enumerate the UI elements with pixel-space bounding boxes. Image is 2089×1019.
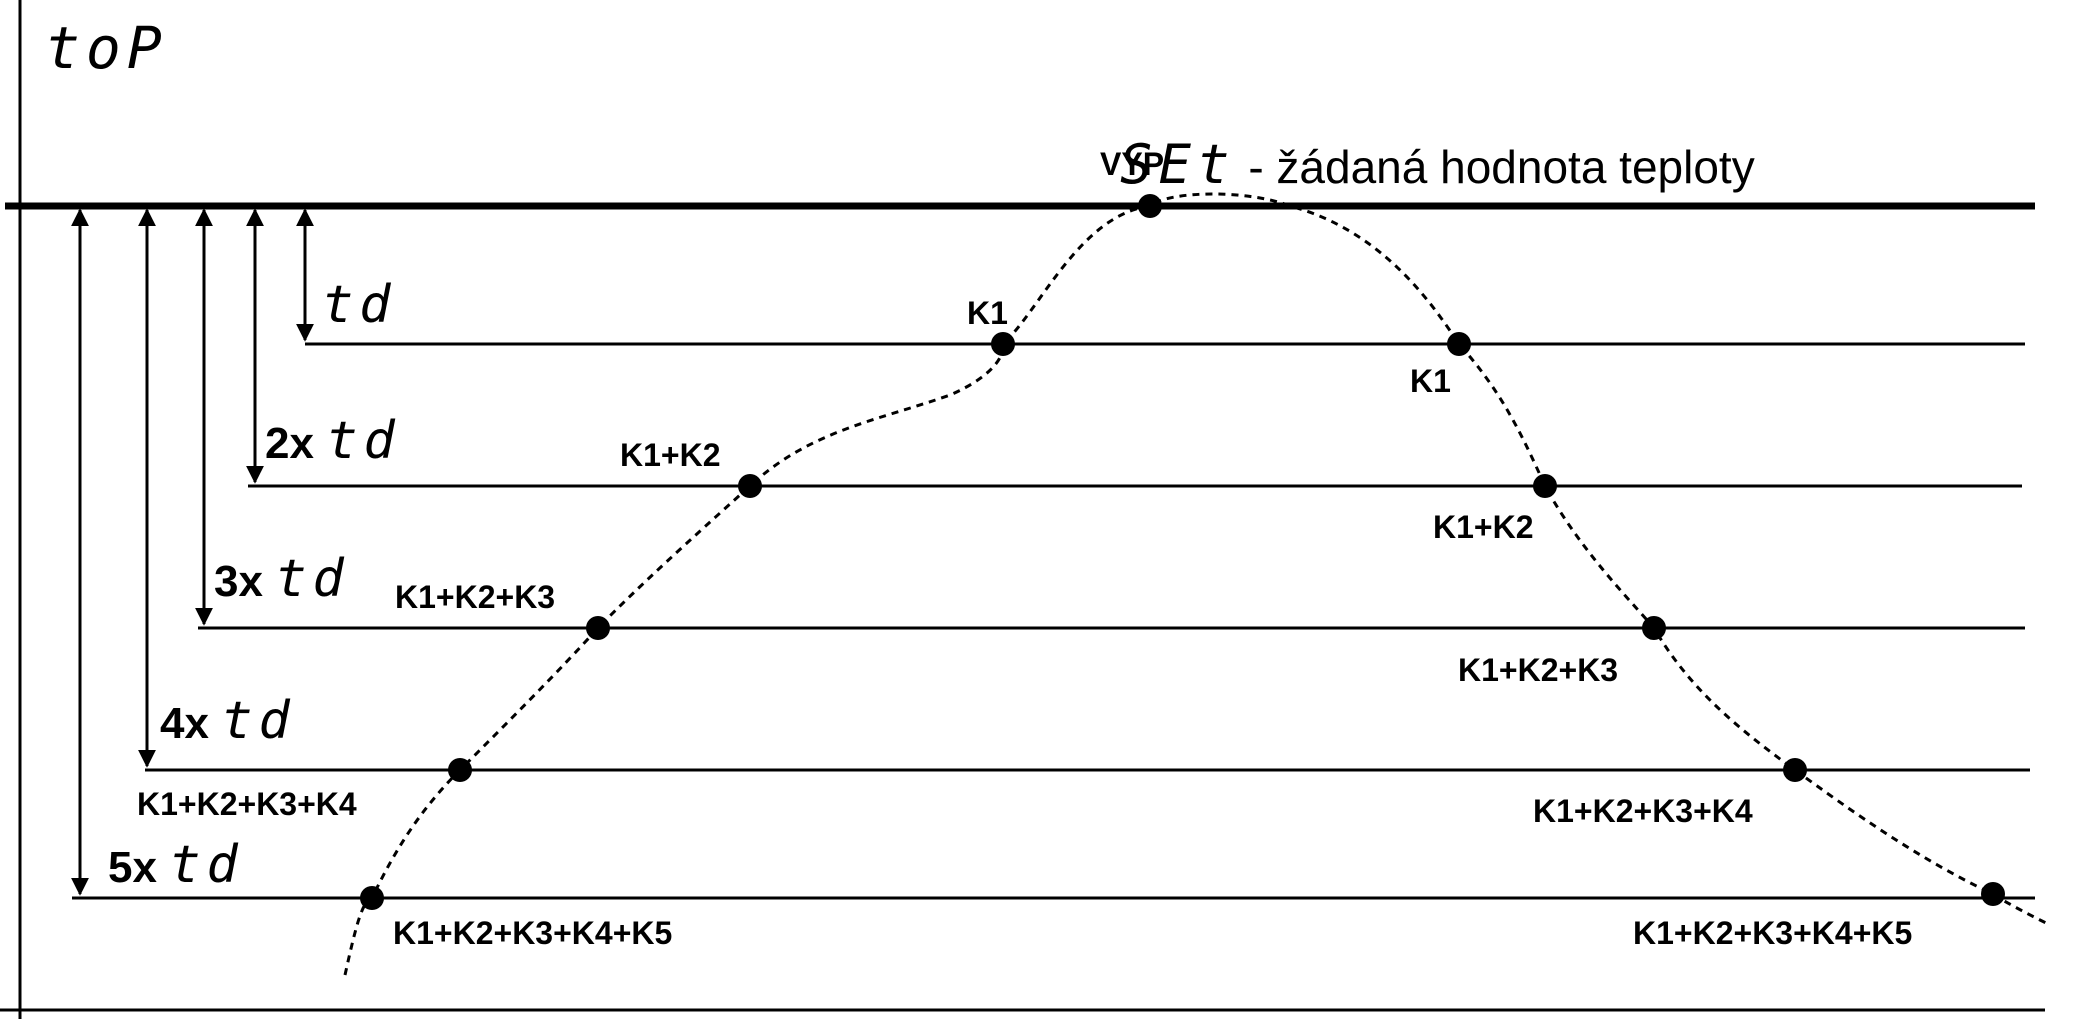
td-symbol: td [221,691,296,751]
point-right-4 [1783,758,1807,782]
point-left-3 [586,616,610,640]
td-symbol: td [169,835,244,895]
right-label-3: K1+K2+K3 [1458,652,1618,688]
td-symbol: td [275,549,350,609]
td-symbol: td [322,275,397,335]
point-vyp [1138,194,1162,218]
point-left-1 [991,332,1015,356]
td-multiplier: 4x [160,699,209,748]
td-multiplier: 3x [214,557,263,606]
left-label-5: K1+K2+K3+K4+K5 [393,915,672,951]
right-label-4: K1+K2+K3+K4 [1533,793,1753,829]
left-label-1: K1 [967,295,1008,331]
set-code: SEt [1120,133,1236,196]
peak-label: VYP [1100,146,1164,182]
td-label-1: td [322,275,397,335]
td-symbol: td [326,411,401,471]
td-multiplier: 5x [108,843,157,892]
point-right-1 [1447,332,1471,356]
td-label-2: 2x td [265,411,401,471]
td-label-5: 5x td [108,835,244,895]
set-caption-text: - žádaná hodnota teploty [1236,141,1755,193]
left-label-3: K1+K2+K3 [395,579,555,615]
set-caption: SEt - žádaná hodnota teploty [1120,133,1755,196]
td-multiplier: 2x [265,419,314,468]
point-left-2 [738,474,762,498]
right-label-1: K1 [1410,363,1451,399]
axis-label: toP [45,14,168,82]
td-label-4: 4x td [160,691,296,751]
point-right-2 [1533,474,1557,498]
left-label-4: K1+K2+K3+K4 [137,786,357,822]
point-right-5 [1981,882,2005,906]
right-label-5: K1+K2+K3+K4+K5 [1633,915,1912,951]
temperature-curve [343,192,2051,976]
right-label-2: K1+K2 [1433,509,1534,545]
point-right-3 [1642,616,1666,640]
point-left-5 [360,886,384,910]
td-label-3: 3x td [214,549,350,609]
point-left-4 [448,758,472,782]
left-label-2: K1+K2 [620,437,721,473]
